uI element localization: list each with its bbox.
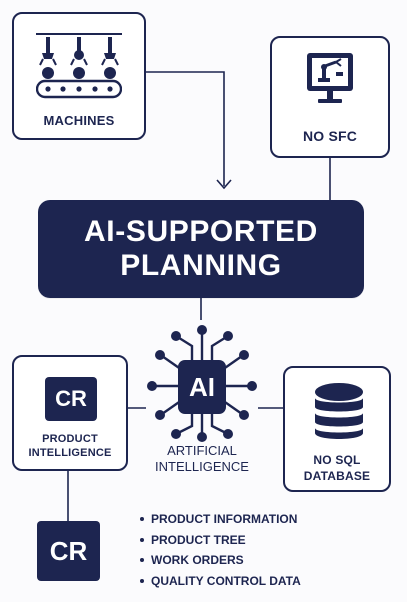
- machines-to-planning-connector: [146, 71, 225, 186]
- artificial-intelligence-label: ARTIFICIAL INTELLIGENCE: [155, 443, 249, 474]
- machines-label: MACHINES: [43, 113, 115, 128]
- bullet-icon: [140, 558, 144, 562]
- computer-robot-arm-icon: [307, 53, 353, 103]
- machines-node: MACHINES: [12, 12, 146, 140]
- product-intelligence-label: PRODUCT INTELLIGENCE: [28, 433, 112, 459]
- no-sfc-node: NO SFC: [270, 36, 390, 158]
- list-item: QUALITY CONTROL DATA: [138, 571, 301, 592]
- planning-title-line-2: PLANNING: [120, 249, 282, 282]
- ai-chip-network-icon: AI: [147, 325, 257, 442]
- ai-chip-text: AI: [189, 372, 215, 402]
- list-item-text: PRODUCT TREE: [151, 532, 246, 547]
- data-items-list: PRODUCT INFORMATION PRODUCT TREE WORK OR…: [138, 509, 301, 591]
- ai-supported-planning-node: AI-SUPPORTED PLANNING: [38, 200, 364, 298]
- list-item: WORK ORDERS: [138, 550, 301, 571]
- machines-conveyor-icon: [36, 33, 122, 99]
- product-intelligence-node: CR PRODUCT INTELLIGENCE: [12, 355, 128, 471]
- list-item: PRODUCT INFORMATION: [138, 509, 301, 530]
- bullet-icon: [140, 578, 144, 583]
- cr-logo: CR: [37, 521, 100, 581]
- list-item: PRODUCT TREE: [138, 530, 301, 551]
- list-item-text: PRODUCT INFORMATION: [151, 512, 298, 526]
- no-sfc-label: NO SFC: [302, 128, 358, 144]
- database-icon: [315, 383, 363, 439]
- bullet-icon: [140, 517, 144, 521]
- list-item-text: WORK ORDERS: [151, 553, 244, 567]
- planning-title-line-1: AI-SUPPORTED: [84, 215, 318, 248]
- bullet-icon: [140, 537, 144, 542]
- list-item-text: QUALITY CONTROL DATA: [151, 573, 301, 588]
- arrow-head: [216, 179, 232, 190]
- nosql-label: NO SQL DATABASE: [303, 453, 371, 483]
- cr-badge-small: CR: [45, 377, 97, 421]
- nosql-database-node: NO SQL DATABASE: [283, 366, 391, 492]
